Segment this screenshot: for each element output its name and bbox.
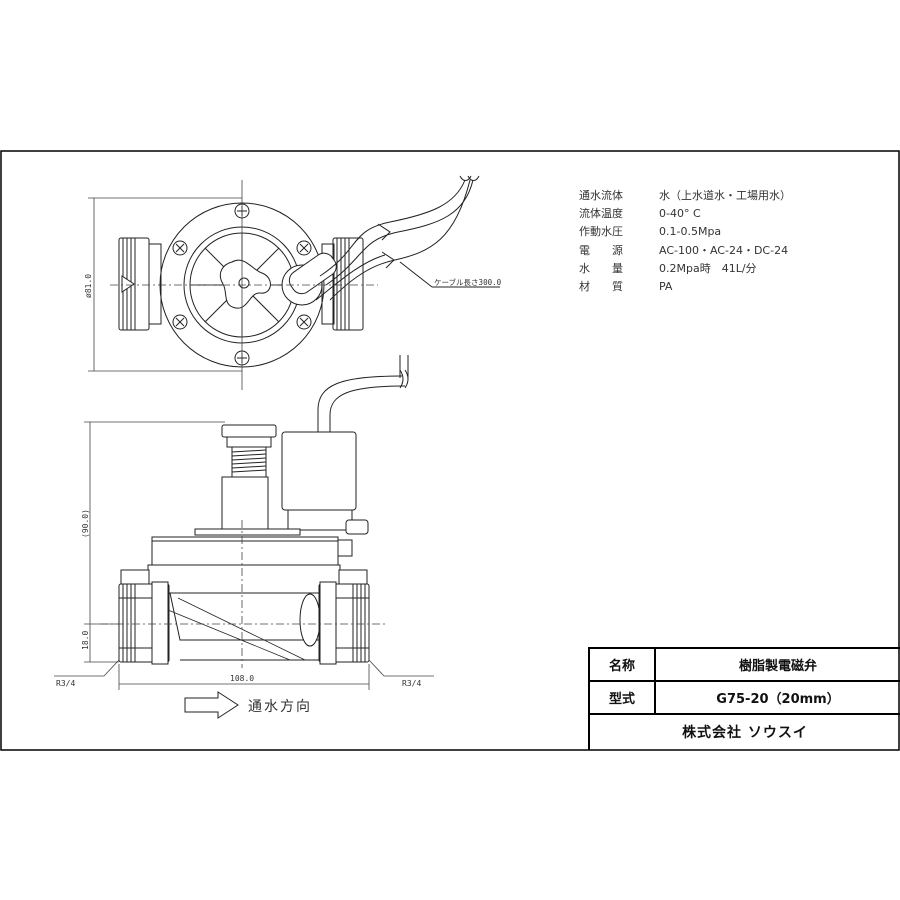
cable-length-label: ケーブル長さ300.0 <box>434 277 502 287</box>
spec-row: 流体温度 0-40° C <box>579 204 879 222</box>
thread-left-label: R3/4 <box>56 679 75 688</box>
spec-row: 材 質 PA <box>579 277 879 295</box>
spec-label: 電 源 <box>579 243 623 257</box>
side-dimensions <box>54 421 434 690</box>
model-label: 型式 <box>590 682 656 713</box>
flow-direction-label: 通水方向 <box>248 699 312 715</box>
base-height-label: 18.0 <box>81 631 90 650</box>
spec-value: AC-100・AC-24・DC-24 <box>659 243 789 257</box>
name-value: 樹脂製電磁弁 <box>738 659 817 674</box>
spec-value: 0-40° C <box>659 206 701 220</box>
spec-row: 通水流体 水（上水道水・工場用水） <box>579 186 879 204</box>
spec-label: 流体温度 <box>579 207 623 221</box>
diameter-label: ø81.0 <box>84 274 93 298</box>
name-label: 名称 <box>590 649 656 680</box>
spec-value: 0.1-0.5Mpa <box>659 224 722 238</box>
spec-value: 水（上水道水・工場用水） <box>659 189 791 203</box>
side-view <box>118 355 409 665</box>
top-view <box>118 175 500 368</box>
spec-label: 作動水圧 <box>579 225 623 239</box>
spec-value: PA <box>659 279 673 293</box>
title-block-name-row: 名称 樹脂製電磁弁 <box>590 649 900 682</box>
flow-arrow-icon <box>184 691 239 719</box>
spec-label: 水 量 <box>579 261 623 275</box>
diameter-dimension <box>88 180 378 390</box>
drawing-frame <box>0 150 900 751</box>
spec-row: 水 量 0.2Mpa時 41L/分 <box>579 259 879 277</box>
spec-list: 通水流体 水（上水道水・工場用水） 流体温度 0-40° C 作動水圧 0.1-… <box>579 186 879 295</box>
width-label: 108.0 <box>230 674 254 683</box>
title-block-model-row: 型式 G75-20（20mm） <box>590 682 900 715</box>
thread-right-label: R3/4 <box>402 679 421 688</box>
company-name: 株式会社 ソウスイ <box>682 725 808 741</box>
model-value: G75-20（20mm） <box>716 692 840 707</box>
height-label: (90.0) <box>81 509 90 538</box>
spec-value: 0.2Mpa時 41L/分 <box>659 261 757 275</box>
knob-icon <box>219 259 271 309</box>
spec-row: 作動水圧 0.1-0.5Mpa <box>579 222 879 240</box>
spec-label: 通水流体 <box>579 189 623 203</box>
title-block: 名称 樹脂製電磁弁 型式 G75-20（20mm） 株式会社 ソウスイ <box>588 647 900 750</box>
title-block-company-row: 株式会社 ソウスイ <box>590 715 900 749</box>
spec-label: 材 質 <box>579 280 623 294</box>
spec-row: 電 源 AC-100・AC-24・DC-24 <box>579 241 879 259</box>
